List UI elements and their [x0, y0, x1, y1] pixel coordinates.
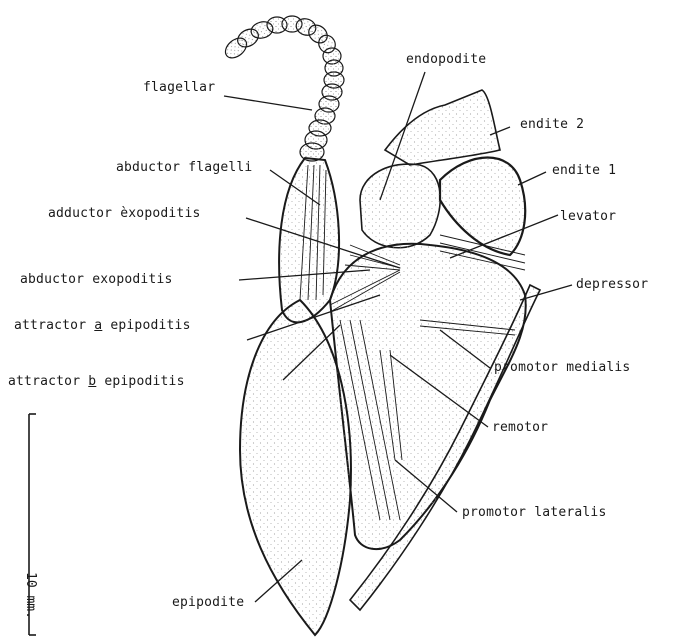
label-promotor-lateralis: promotor lateralis	[462, 505, 606, 521]
endite-2-outline	[385, 90, 500, 165]
flagellum	[222, 16, 344, 161]
attractor-b-suffix: epipoditis	[96, 374, 184, 389]
label-promotor-medialis: promotor medialis	[494, 360, 630, 376]
label-attractor-a-epipoditis: attractor a epipoditis	[14, 318, 191, 334]
endite-1-outline	[440, 158, 525, 256]
endopodite-outline	[360, 164, 440, 248]
label-levator: levator	[560, 209, 616, 225]
label-attractor-b-epipoditis: attractor b epipoditis	[8, 374, 185, 390]
label-endopodite: endopodite	[406, 52, 486, 68]
label-flagellar: flagellar	[143, 80, 215, 96]
label-abductor-flagelli: abductor flagelli	[116, 160, 252, 176]
label-endite-2: endite 2	[520, 117, 584, 133]
label-abductor-exopoditis: abductor exopoditis	[20, 272, 173, 288]
label-epipodite: epipodite	[172, 595, 244, 611]
label-endite-1: endite 1	[552, 163, 616, 179]
attractor-a-prefix: attractor	[14, 318, 94, 333]
scale-bar-label: 10 mm.	[23, 572, 38, 619]
attractor-b-prefix: attractor	[8, 374, 88, 389]
label-adductor-exopoditis: adductor èxopoditis	[48, 206, 201, 222]
label-remotor: remotor	[492, 420, 548, 436]
label-depressor: depressor	[576, 277, 648, 293]
attractor-a-suffix: epipoditis	[102, 318, 190, 333]
